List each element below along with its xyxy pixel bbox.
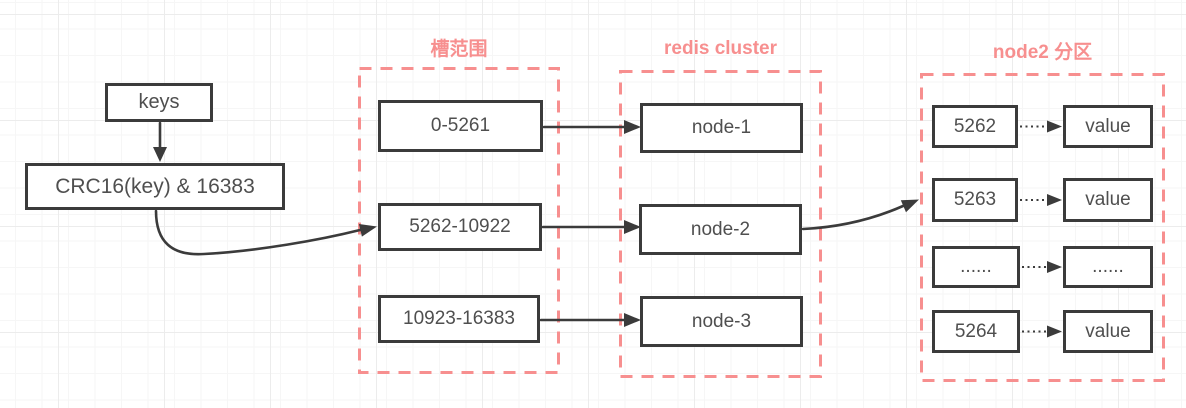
arrowhead-5263-to-value [1047,194,1062,206]
partition-value-5262: value [1063,105,1153,148]
partition-value-5264: value [1063,310,1153,353]
cluster-node-2: node-2 [639,204,802,255]
arrow-crc-to-slot [154,209,362,256]
arrowhead-slot3-to-node3 [624,313,641,327]
arrow-node2-to-partition [801,204,905,231]
arrowhead-slot2-to-node2 [624,220,641,234]
cluster-node-1: node-1 [640,103,803,153]
crc16-hash-node: CRC16(key) & 16383 [25,163,285,210]
arrowhead-keys-to-crc [153,147,167,162]
arrowhead-dots-to-dots [1047,261,1062,273]
partition-key-ellipsis: ...... [932,246,1020,288]
arrowhead-5262-to-value [1047,120,1062,133]
partition-key-5263: 5263 [932,178,1018,222]
slot-range-group-title: 槽范围 [430,39,488,60]
slot-range-0-5261: 0-5261 [378,100,543,152]
partition-value-ellipsis: ...... [1063,246,1153,288]
redis-cluster-group-title: redis cluster [664,38,777,59]
cluster-node-3: node-3 [640,296,803,347]
slot-range-10923-16383: 10923-16383 [378,295,540,343]
partition-value-5263: value [1063,178,1153,222]
partition-key-5262: 5262 [932,105,1018,148]
partition-key-5264: 5264 [932,310,1020,353]
arrowhead-5264-to-value [1047,325,1062,338]
node2-partition-group-title: node2 分区 [992,42,1093,63]
arrowhead-crc-to-slot [358,224,377,237]
keys-node: keys [105,83,213,122]
arrowhead-slot1-to-node1 [624,120,641,134]
arrowhead-node2-to-partition [900,199,919,213]
slot-range-5262-10922: 5262-10922 [378,203,542,251]
